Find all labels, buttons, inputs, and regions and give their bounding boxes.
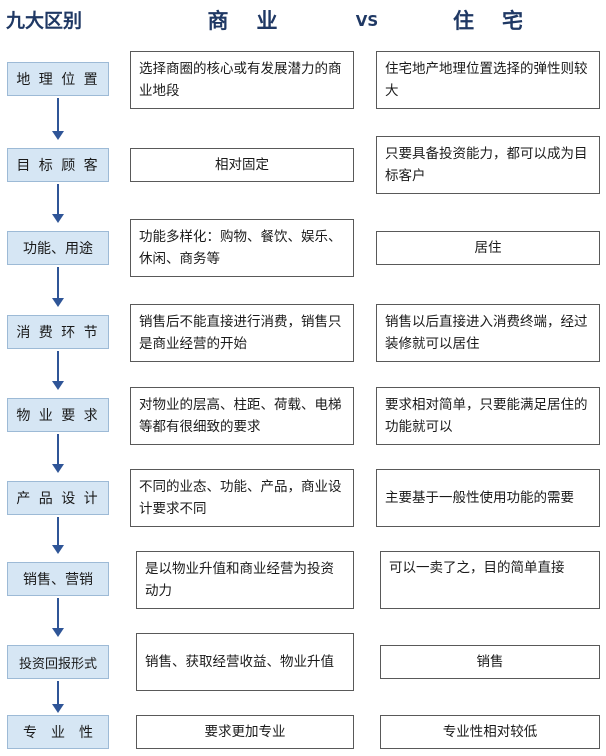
vs-label: VS — [355, 12, 379, 30]
residential-text-sales-marketing: 可以一卖了之，目的简单直接 — [389, 560, 565, 576]
residential-text-investment-return: 销售 — [476, 654, 504, 670]
commercial-text-product-design: 不同的业态、功能、产品，商业设计要求不同 — [139, 479, 342, 517]
residential-cell-investment-return: 销售 — [380, 645, 600, 679]
residential-cell-sales-marketing: 可以一卖了之，目的简单直接 — [380, 551, 600, 609]
commercial-text-professionalism: 要求更加专业 — [204, 724, 286, 740]
commercial-cell-consumption: 销售后不能直接进行消费，销售只是商业经营的开始 — [130, 304, 354, 362]
residential-text-target-customers: 只要具备投资能力，都可以成为目标客户 — [385, 146, 588, 184]
residential-text-property-requirements: 要求相对简单，只要能满足居住的功能就可以 — [385, 397, 588, 435]
commercial-text-function: 功能多样化：购物、餐饮、娱乐、休闲、商务等 — [139, 229, 342, 267]
commercial-text-consumption: 销售后不能直接进行消费，销售只是商业经营的开始 — [139, 314, 342, 352]
row-label-consumption: 消 费 环 节 — [7, 315, 109, 349]
commercial-text-property-requirements: 对物业的层高、柱距、荷载、电梯等都有很细致的要求 — [139, 397, 342, 435]
commercial-cell-product-design: 不同的业态、功能、产品，商业设计要求不同 — [130, 469, 354, 527]
commercial-cell-function: 功能多样化：购物、餐饮、娱乐、休闲、商务等 — [130, 219, 354, 277]
residential-cell-product-design: 主要基于一般性使用功能的需要 — [376, 469, 600, 527]
commercial-cell-professionalism: 要求更加专业 — [136, 715, 354, 749]
category-header: 九大区别 — [6, 10, 83, 32]
residential-cell-location: 住宅地产地理位置选择的弹性则较大 — [376, 51, 600, 109]
residential-text-location: 住宅地产地理位置选择的弹性则较大 — [385, 61, 588, 99]
residential-header: 住宅 — [453, 9, 551, 33]
residential-cell-consumption: 销售以后直接进入消费终端，经过装修就可以居住 — [376, 304, 600, 362]
commercial-text-location: 选择商圈的核心或有发展潜力的商业地段 — [139, 61, 342, 99]
commercial-header: 商业 — [207, 9, 306, 33]
residential-text-consumption: 销售以后直接进入消费终端，经过装修就可以居住 — [385, 314, 588, 352]
commercial-cell-sales-marketing: 是以物业升值和商业经营为投资动力 — [136, 551, 354, 609]
row-label-property-requirements: 物 业 要 求 — [7, 398, 109, 432]
residential-cell-property-requirements: 要求相对简单，只要能满足居住的功能就可以 — [376, 387, 600, 445]
row-label-function: 功能、用途 — [7, 231, 109, 265]
commercial-cell-investment-return: 销售、获取经营收益、物业升值 — [136, 633, 354, 691]
row-label-sales-marketing: 销售、营销 — [7, 562, 109, 596]
commercial-cell-location: 选择商圈的核心或有发展潜力的商业地段 — [130, 51, 354, 109]
residential-cell-function: 居住 — [376, 231, 600, 265]
row-label-target-customers: 目 标 顾 客 — [7, 148, 109, 182]
residential-cell-target-customers: 只要具备投资能力，都可以成为目标客户 — [376, 136, 600, 194]
commercial-text-target-customers: 相对固定 — [215, 157, 269, 173]
row-label-investment-return: 投资回报形式 — [7, 645, 109, 679]
commercial-cell-target-customers: 相对固定 — [130, 148, 354, 182]
row-label-professionalism: 专 业 性 — [7, 715, 109, 749]
residential-text-function: 居住 — [474, 240, 502, 256]
commercial-text-sales-marketing: 是以物业升值和商业经营为投资动力 — [145, 561, 334, 599]
row-label-product-design: 产 品 设 计 — [7, 481, 109, 515]
commercial-cell-property-requirements: 对物业的层高、柱距、荷载、电梯等都有很细致的要求 — [130, 387, 354, 445]
commercial-text-investment-return: 销售、获取经营收益、物业升值 — [145, 654, 334, 670]
residential-text-professionalism: 专业性相对较低 — [442, 724, 538, 740]
row-label-location: 地 理 位 置 — [7, 62, 109, 96]
residential-text-product-design: 主要基于一般性使用功能的需要 — [385, 490, 574, 506]
residential-cell-professionalism: 专业性相对较低 — [380, 715, 600, 749]
